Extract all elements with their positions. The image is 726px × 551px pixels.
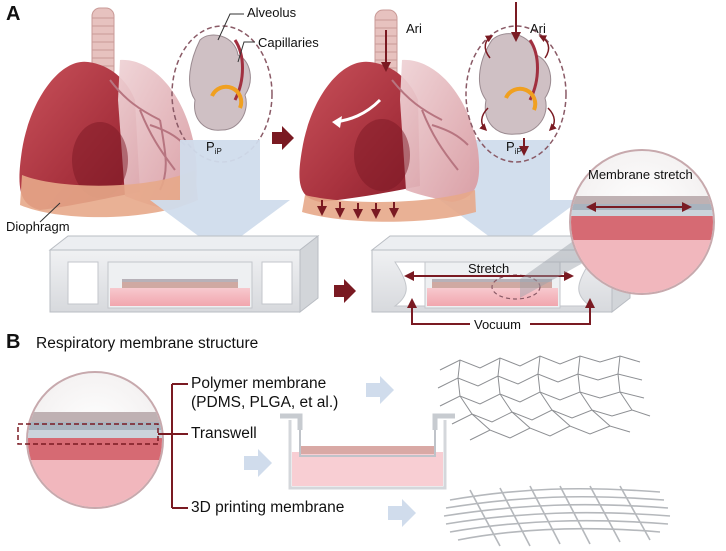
big-arrow-left	[150, 140, 290, 252]
transwell-label: Transwell	[191, 425, 257, 442]
alveolus-inset-left	[171, 25, 273, 163]
polymer-network-illustration	[437, 355, 651, 441]
vacuum-label: Vocuum	[474, 317, 521, 332]
stretch-label: Stretch	[468, 261, 510, 276]
chip-right	[370, 234, 632, 325]
diaphragm-down-arrows	[317, 200, 399, 219]
membrane-stretch-label: Membrane stretch	[588, 167, 693, 182]
transition-arrow-bottom	[334, 279, 356, 303]
alveolus-inset-right	[465, 2, 567, 163]
capillaries-label: Capillaries	[258, 35, 319, 50]
panel-b-title: Respiratory membrane structure	[36, 335, 259, 352]
arrow-polymer	[366, 376, 394, 404]
category-bracket	[158, 383, 188, 509]
printed-mesh-illustration	[443, 485, 671, 547]
air-label-right: Ari	[530, 21, 546, 36]
alveolus-label: Alveolus	[247, 5, 297, 20]
polymer-membrane-examples: (PDMS, PLGA, et al.)	[191, 394, 339, 411]
polymer-membrane-label: Polymer membrane	[191, 375, 327, 392]
printing-membrane-label: 3D printing membrane	[191, 499, 345, 516]
diaphragm-label: Diophragm	[6, 219, 70, 234]
transition-arrow-top	[272, 126, 294, 150]
arrow-transwell	[244, 449, 272, 477]
chip-left	[48, 234, 320, 314]
panel-b-letter: B	[6, 331, 21, 353]
alveolus-leader-line	[217, 13, 244, 41]
membrane-structure-magnifier	[17, 371, 164, 509]
diaphragm-leader-line	[39, 202, 61, 223]
transwell-insert	[280, 413, 455, 490]
arrow-printing	[388, 499, 416, 527]
lungs-exhale-right	[299, 9, 480, 222]
lungs-inhale-left	[19, 7, 198, 223]
pressure-label-left: PiP	[206, 139, 222, 156]
pressure-label-right: PiP	[506, 139, 522, 156]
air-label-left: Ari	[406, 21, 422, 36]
panel-a-letter: A	[6, 3, 21, 25]
capillaries-leader-line	[237, 41, 255, 63]
